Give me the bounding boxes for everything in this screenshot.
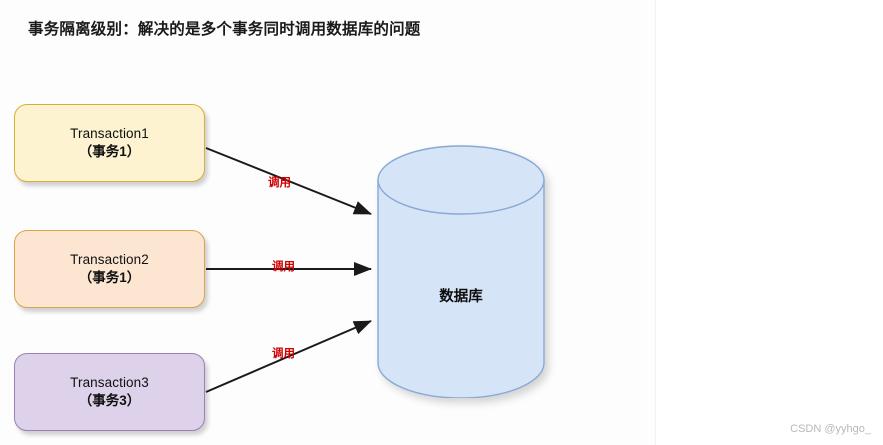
right-blank-pane	[656, 0, 883, 445]
cylinder-top-ellipse	[377, 145, 545, 215]
transaction-box-1-name-cn: （事务1）	[78, 144, 141, 159]
arrows-layer	[205, 147, 372, 393]
transaction-box-2: Transaction2 （事务1）	[14, 230, 205, 308]
page-title: 事务隔离级别：解决的是多个事务同时调用数据库的问题	[28, 21, 421, 38]
canvas-divider	[655, 0, 656, 445]
transaction-box-2-name-en: Transaction2	[70, 252, 149, 268]
transaction-box-3: Transaction3 （事务3）	[14, 353, 205, 431]
transaction-box-1: Transaction1 （事务1）	[14, 104, 205, 182]
arrow-label-2: 调用	[272, 261, 295, 273]
arrow-label-3: 调用	[272, 348, 295, 360]
arrow-line-3	[205, 320, 372, 393]
watermark: CSDN @yyhgo_	[790, 423, 871, 435]
transaction-box-3-name-cn: （事务3）	[78, 393, 141, 408]
arrow-label-1: 调用	[268, 177, 291, 189]
transaction-box-2-name-cn: （事务1）	[78, 270, 141, 285]
transaction-box-3-name-en: Transaction3	[70, 375, 149, 391]
cylinder-body	[377, 179, 545, 398]
transaction-box-1-name-en: Transaction1	[70, 126, 149, 142]
arrow-line-1	[205, 147, 372, 215]
database-cylinder	[377, 145, 545, 398]
